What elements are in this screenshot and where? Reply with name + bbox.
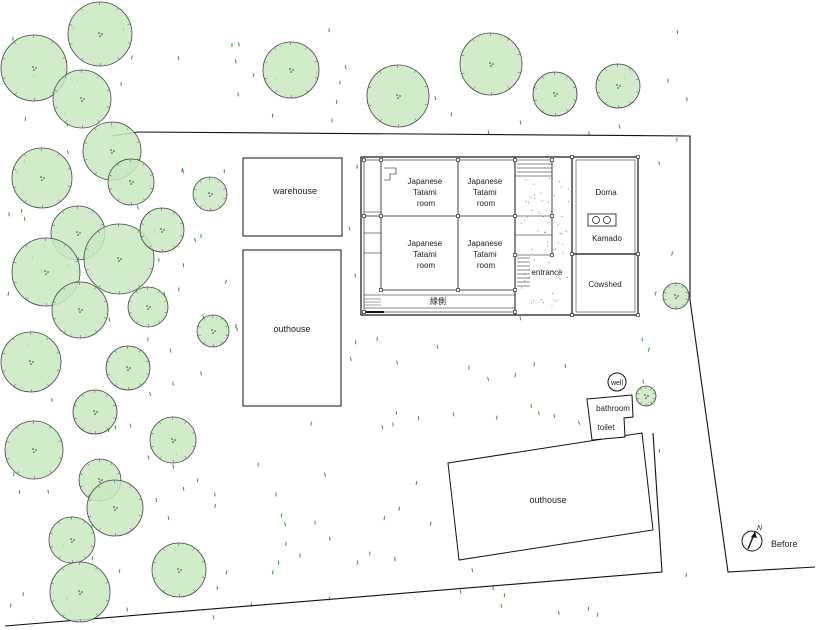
tree-icon — [48, 516, 96, 564]
tree-icon — [83, 223, 155, 295]
tree-icon — [149, 416, 197, 464]
doma-earth-floor — [520, 177, 570, 307]
house-pillars — [362, 155, 640, 317]
tree-icon — [107, 158, 155, 206]
tree-icon — [86, 479, 144, 537]
tatami-room-label: Japanese Tatami room — [468, 239, 505, 270]
tree-icon — [262, 41, 320, 99]
toilet-label: toilet — [598, 423, 616, 432]
plan-caption: Before — [771, 539, 798, 549]
kamado-label: Kamado — [592, 234, 622, 243]
tree-icon — [49, 561, 111, 623]
compass-north-icon: N — [741, 525, 763, 552]
trees — [0, 1, 690, 623]
tree-icon — [139, 207, 185, 253]
tatami-room-label: Japanese Tatami room — [408, 177, 445, 208]
well-label: well — [610, 380, 624, 387]
outhouse-label-west: outhouse — [273, 324, 310, 334]
entrance-label: entrance — [531, 268, 563, 277]
tree-icon — [72, 389, 118, 435]
tree-icon — [196, 314, 230, 348]
cowshed-label: Cowshed — [588, 280, 621, 289]
tree-icon — [366, 64, 430, 128]
outhouse-building-west: outhouse — [242, 249, 342, 407]
tree-icon — [127, 286, 169, 328]
well-and-bath: well bathroom toilet — [586, 372, 634, 441]
tree-icon — [11, 147, 73, 209]
north-label: N — [757, 525, 763, 532]
outhouse-building-south: outhouse — [447, 432, 654, 561]
doma-label: Doma — [595, 188, 617, 197]
tatami-room-label: Japanese Tatami room — [468, 177, 505, 208]
tree-icon — [151, 542, 207, 598]
tree-icon — [0, 331, 62, 393]
house-room-labels: Japanese Tatami room Japanese Tatami roo… — [408, 177, 623, 306]
engawa-label: 縁側 — [430, 296, 446, 306]
tree-icon — [67, 1, 133, 67]
tatami-room-label: Japanese Tatami room — [408, 239, 445, 270]
tree-icon — [662, 282, 690, 310]
tree-icon — [595, 63, 641, 109]
bathroom-label: bathroom — [596, 404, 630, 413]
tree-icon — [51, 281, 109, 339]
tree-icon — [4, 420, 64, 480]
tree-icon — [192, 176, 228, 212]
tree-icon — [459, 32, 523, 96]
warehouse-building: warehouse — [242, 157, 343, 237]
tree-icon — [105, 345, 151, 391]
tree-icon — [52, 69, 112, 129]
outhouse-label-south: outhouse — [529, 495, 566, 505]
warehouse-label: warehouse — [272, 186, 317, 196]
tree-icon — [635, 385, 657, 407]
main-house — [360, 156, 639, 316]
tree-icon — [532, 71, 578, 117]
